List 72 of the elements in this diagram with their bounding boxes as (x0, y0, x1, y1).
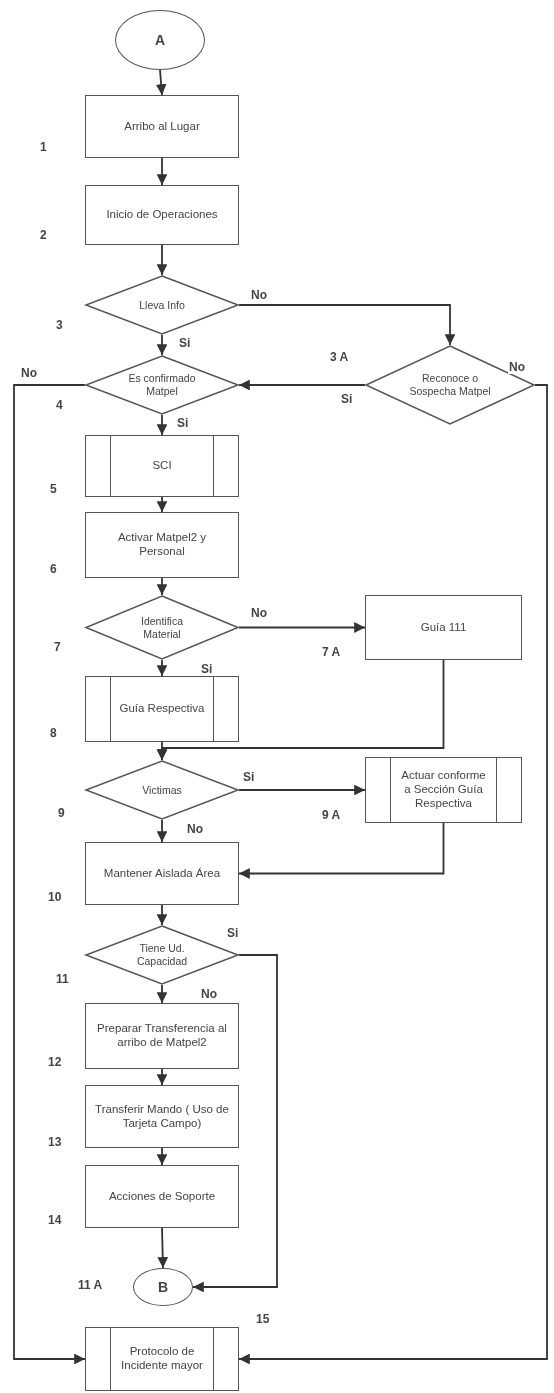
arrow (156, 1068, 168, 1086)
edge-label: No (186, 822, 204, 836)
process-box: Activar Matpel2 y Personal (85, 512, 239, 578)
step-number: 3 A (330, 350, 349, 364)
step-number: 14 (48, 1213, 62, 1227)
arrow (238, 384, 548, 1365)
subprocess-box: Actuar conforme a Sección Guía Respectiva (365, 757, 522, 823)
edge-label: Si (242, 770, 256, 784)
step-number: 9 (58, 806, 65, 820)
connector-circle: A (115, 10, 205, 70)
arrow (192, 954, 278, 1293)
subprocess-box: Protocolo de Incidente mayor (85, 1327, 239, 1391)
arrow (156, 904, 168, 926)
step-number: 15 (256, 1312, 270, 1326)
connector-circle: B (133, 1268, 193, 1306)
process-box: Guía 111 (365, 595, 522, 660)
subprocess-box: Guía Respectiva (85, 676, 239, 742)
step-number: 11 (56, 972, 69, 986)
step-number: 7 (54, 640, 61, 654)
arrow (156, 414, 168, 436)
arrow (156, 577, 168, 596)
arrow (238, 784, 366, 796)
arrow (156, 741, 168, 761)
process-box: Acciones de Soporte (85, 1165, 239, 1228)
arrow (238, 379, 366, 391)
step-number: 1 (40, 140, 47, 154)
edge-label: Si (176, 416, 190, 430)
step-number: 8 (50, 726, 57, 740)
arrow (156, 984, 168, 1004)
arrow (156, 157, 168, 186)
edge-label: No (250, 288, 268, 302)
edge-label: Si (226, 926, 240, 940)
edge-label: No (250, 606, 268, 620)
arrow (157, 1227, 169, 1269)
decision-diamond: Lleva Info (85, 275, 239, 335)
arrow (156, 496, 168, 513)
process-box: Mantener Aislada Área (85, 842, 239, 905)
step-number: 12 (48, 1055, 62, 1069)
step-number: 5 (50, 482, 57, 496)
step-number: 4 (56, 398, 63, 412)
arrow (155, 69, 167, 96)
step-number: 7 A (322, 645, 341, 659)
arrow (156, 659, 168, 677)
step-number: 10 (48, 890, 62, 904)
edge-label: No (20, 366, 38, 380)
edge-label: Si (200, 662, 214, 676)
process-box: Arribo al Lugar (85, 95, 239, 158)
process-box: Inicio de Operaciones (85, 185, 239, 245)
decision-diamond: Victimas (85, 760, 239, 820)
arrow (238, 822, 445, 879)
step-number: 11 A (78, 1278, 103, 1292)
decision-diamond: Es confirmado Matpel (85, 355, 239, 415)
arrow (13, 384, 86, 1365)
step-number: 6 (50, 562, 57, 576)
step-number: 13 (48, 1135, 62, 1149)
subprocess-box: SCI (85, 435, 239, 497)
edge-label: Si (178, 336, 192, 350)
arrow (156, 334, 168, 356)
arrow (156, 244, 168, 276)
edge-label: Si (340, 392, 354, 406)
step-number: 2 (40, 228, 47, 242)
edge-label: No (200, 987, 218, 1001)
step-number: 9 A (322, 808, 341, 822)
arrow (238, 622, 366, 633)
arrow (156, 1147, 168, 1166)
arrow (156, 819, 168, 843)
step-number: 3 (56, 318, 63, 332)
process-box: Preparar Transferencia al arribo de Matpel2 (85, 1003, 239, 1069)
decision-diamond: Identifica Material (85, 595, 239, 660)
edge-label: No (508, 360, 526, 374)
arrow (238, 304, 456, 346)
process-box: Transferir Mando ( Uso de Tarjeta Campo) (85, 1085, 239, 1148)
